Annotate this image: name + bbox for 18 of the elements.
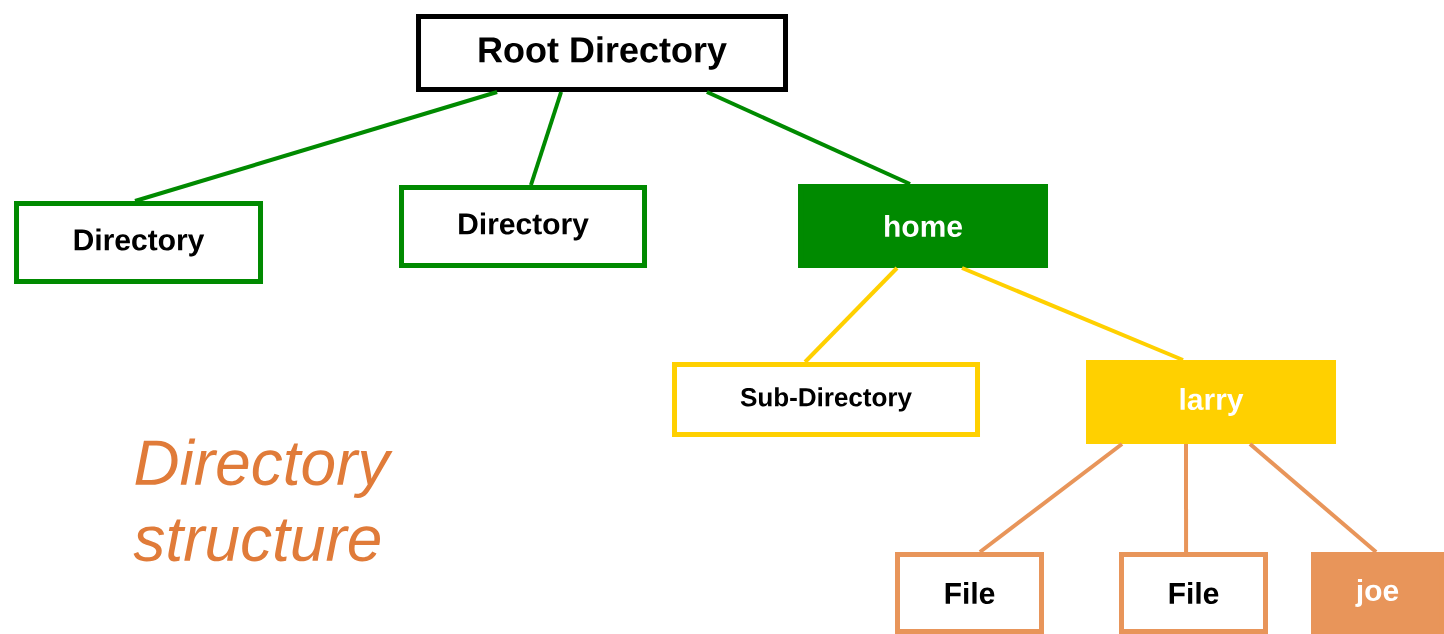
connector-line [978,442,1124,554]
directory-box: joe [1311,552,1444,634]
directory-box: Sub-Directory [672,362,980,437]
title: Directory structure [133,438,393,562]
connector-line [803,266,899,364]
file-box: File [895,552,1044,634]
directory-box: Directory [14,201,263,284]
connector-line [706,90,911,186]
connector-line [961,266,1184,362]
connector-line [1248,442,1378,554]
connector-line [134,90,498,203]
connector-line [529,91,563,186]
directory-box: home [798,184,1048,268]
root-box: Root Directory [416,14,788,92]
directory-box: Directory [399,185,647,268]
file-box: File [1119,552,1268,634]
connector-line [1184,444,1189,552]
directory-box: larry [1086,360,1336,444]
